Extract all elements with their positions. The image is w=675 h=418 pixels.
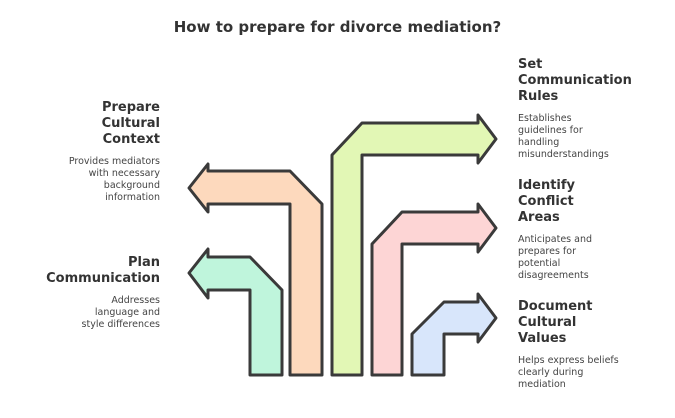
step-description: handling xyxy=(518,137,560,148)
step-description: with necessary xyxy=(88,168,160,179)
arrow-prepare-cultural-context xyxy=(187,162,324,377)
step-heading: Context xyxy=(102,132,160,147)
step-description: disagreements xyxy=(518,270,589,281)
step-description: style differences xyxy=(81,319,160,330)
step-heading: Cultural xyxy=(518,315,577,330)
step-description: Establishes xyxy=(518,113,572,124)
step-description: Addresses xyxy=(111,295,160,306)
step-heading: Areas xyxy=(518,210,560,225)
step-description: clearly during xyxy=(518,367,584,378)
step-description: mediation xyxy=(518,379,566,390)
arrow-plan-communication xyxy=(187,247,284,377)
step-description: potential xyxy=(518,258,561,269)
step-description: background xyxy=(103,180,160,191)
step-description: guidelines for xyxy=(518,125,583,136)
step-heading: Identify xyxy=(518,178,576,193)
step-heading: Conflict xyxy=(518,194,574,209)
step-description: information xyxy=(105,192,160,203)
arrow-document-cultural-values xyxy=(410,292,498,377)
arrow-identify-conflict-areas xyxy=(370,202,498,377)
step-heading: Set xyxy=(518,57,543,72)
step-heading: Plan xyxy=(127,255,160,270)
step-heading: Communication xyxy=(518,73,632,88)
step-description: misunderstandings xyxy=(518,149,609,160)
step-description: Provides mediators xyxy=(68,156,160,167)
step-description: Helps express beliefs xyxy=(518,355,619,366)
step-heading: Values xyxy=(518,331,567,346)
step-heading: Cultural xyxy=(101,116,160,131)
step-heading: Rules xyxy=(518,89,559,104)
step-heading: Prepare xyxy=(101,100,160,115)
step-description: prepares for xyxy=(518,246,576,257)
diagram-title: How to prepare for divorce mediation? xyxy=(173,18,502,36)
step-heading: Document xyxy=(518,299,593,314)
step-description: Anticipates and xyxy=(518,234,593,245)
arrow-set-communication-rules xyxy=(330,113,498,377)
step-heading: Communication xyxy=(46,271,160,286)
step-description: language and xyxy=(94,307,160,318)
